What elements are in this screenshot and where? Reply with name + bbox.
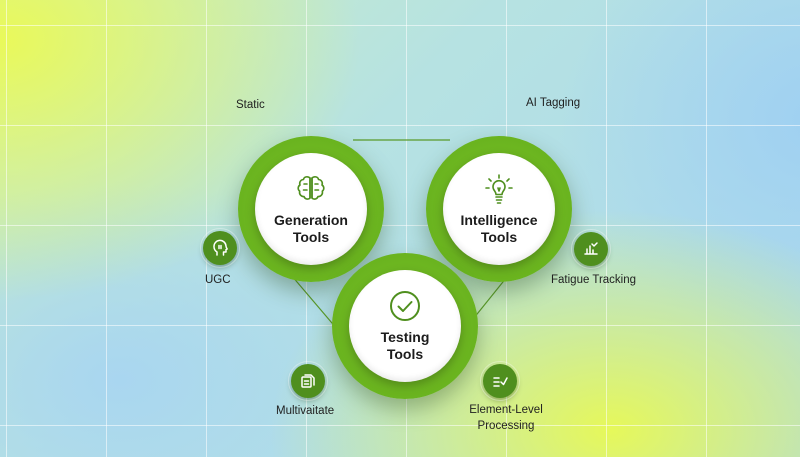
intelligence-title-line2: Tools (480, 229, 518, 245)
element-level-node[interactable] (480, 361, 520, 401)
lightbulb-icon (485, 174, 513, 204)
testing-title-line2: Tools (386, 346, 424, 362)
ugc-node[interactable] (200, 228, 240, 268)
generation-tools-hub[interactable]: Generation Tools (238, 136, 384, 282)
check-circle-icon (390, 291, 420, 321)
chart-hand-icon (584, 242, 598, 255)
generation-title-line1: Generation (274, 212, 348, 228)
intelligence-tools-card: Intelligence Tools (443, 153, 555, 265)
brain-icon (297, 176, 325, 200)
fatigue-tracking-node[interactable] (571, 229, 611, 269)
testing-tools-title: Testing Tools (355, 329, 455, 363)
label-element-level-processing: Element-Level Processing (464, 402, 548, 434)
label-element-level-line2: Processing (477, 420, 535, 432)
label-fatigue-tracking: Fatigue Tracking (551, 274, 637, 286)
checklist-icon (493, 377, 508, 387)
label-static: Static (236, 99, 265, 111)
testing-title-line1: Testing (380, 329, 430, 345)
generation-tools-title: Generation Tools (261, 212, 361, 246)
label-multivariate: Multivaitate (276, 405, 335, 417)
label-element-level-line1: Element-Level (469, 404, 543, 416)
person-head-icon (213, 239, 228, 256)
testing-tools-card: Testing Tools (349, 270, 461, 382)
intelligence-tools-title: Intelligence Tools (449, 212, 549, 246)
generation-title-line2: Tools (292, 229, 330, 245)
label-ugc: UGC (205, 274, 231, 286)
intelligence-title-line1: Intelligence (460, 212, 538, 228)
generation-tools-card: Generation Tools (255, 153, 367, 265)
label-ai-tagging: AI Tagging (526, 97, 581, 109)
intelligence-tools-hub[interactable]: Intelligence Tools (426, 136, 572, 282)
document-stack-icon (301, 374, 315, 388)
multivariate-node[interactable] (288, 361, 328, 401)
testing-tools-hub[interactable]: Testing Tools (332, 253, 478, 399)
